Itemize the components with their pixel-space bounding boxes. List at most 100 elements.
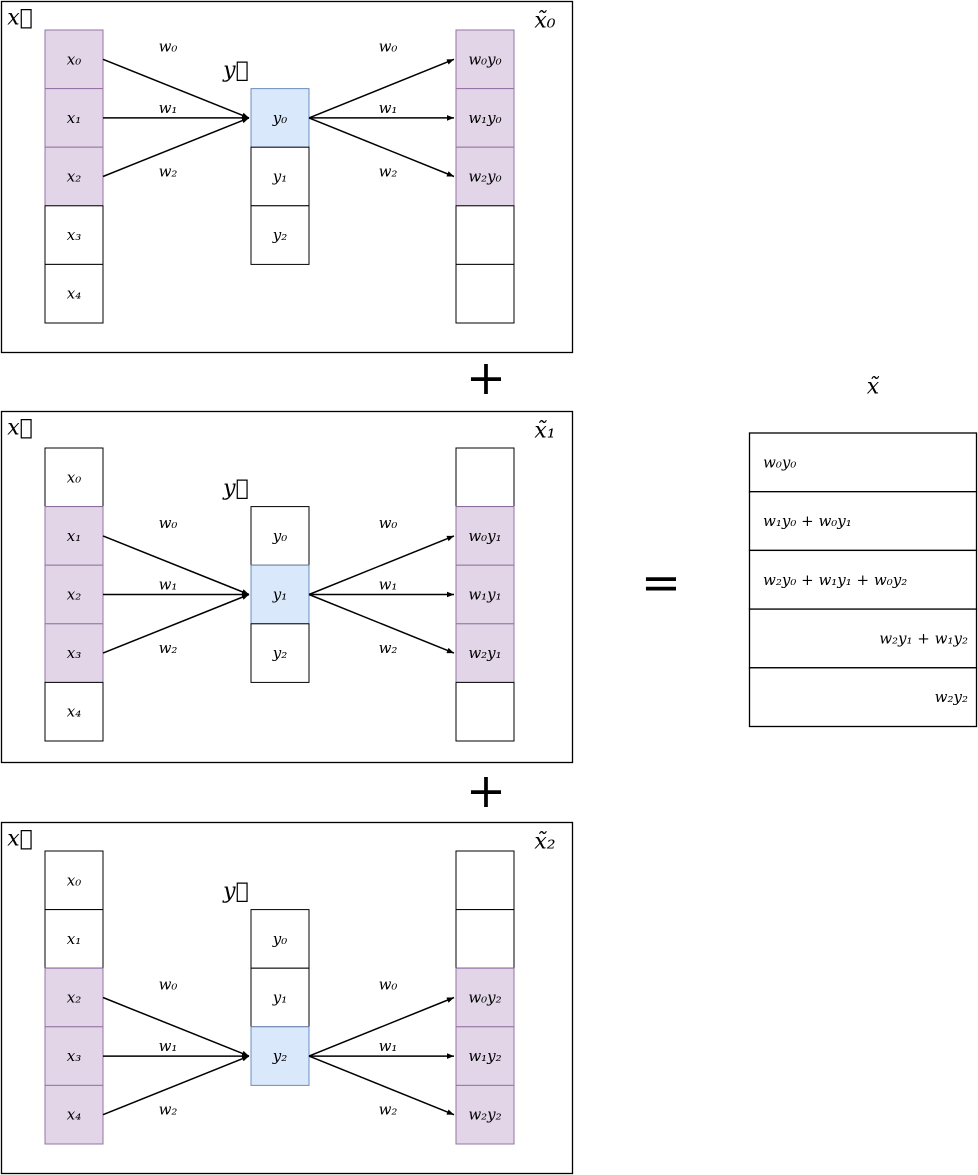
input-cell-label: x₁ <box>67 930 81 948</box>
output-cell <box>455 909 515 969</box>
input-cell-label: x₄ <box>67 1106 81 1124</box>
kernel-cell-label: y₁ <box>272 989 288 1007</box>
input-arrow <box>102 58 250 119</box>
weight-label: w₂ <box>159 163 178 181</box>
output-cell <box>455 850 515 911</box>
output-cell-label: w₁y₁ <box>468 586 501 604</box>
kernel-cell <box>250 88 310 148</box>
input-cell <box>44 447 104 508</box>
output-cell <box>455 263 515 324</box>
kernel-vector-label: y⃗ <box>222 58 249 83</box>
input-cell <box>44 623 104 683</box>
output-cell-label: w₀y₁ <box>468 527 501 545</box>
weight-label: w₁ <box>379 1037 398 1055</box>
input-arrow <box>102 996 250 1057</box>
kernel-cell-label: y₁ <box>272 586 288 604</box>
kernel-cell <box>250 967 310 1028</box>
result-cell-label: w₂y₂ <box>935 688 968 706</box>
output-cell-label: w₀y₀ <box>468 50 501 68</box>
output-cell <box>455 623 515 683</box>
input-cell-label: x₁ <box>67 109 81 127</box>
weight-label: w₁ <box>379 576 398 594</box>
kernel-vector-label: y⃗ <box>222 476 249 501</box>
kernel-cell-label: y₀ <box>272 527 288 545</box>
weight-label: w₂ <box>159 639 178 657</box>
weight-label: w₂ <box>159 1101 178 1119</box>
input-cell-label: x₁ <box>67 527 81 545</box>
kernel-cell-label: y₂ <box>272 644 288 662</box>
input-arrow <box>102 593 250 654</box>
output-cell <box>455 1026 515 1086</box>
output-cell-label: w₂y₂ <box>468 1106 501 1124</box>
input-cell-label: x₄ <box>67 285 81 303</box>
input-cell-label: x₀ <box>67 871 81 889</box>
kernel-cell <box>250 1026 310 1086</box>
weight-label: w₀ <box>159 514 178 532</box>
kernel-cell-label: y₁ <box>272 168 288 186</box>
output-arrow <box>308 593 455 654</box>
output-cell <box>455 29 515 90</box>
output-arrow <box>308 535 455 596</box>
input-cell-label: x₂ <box>67 989 81 1007</box>
kernel-cell-label: y₀ <box>272 109 288 127</box>
weight-label: w₁ <box>159 1037 178 1055</box>
result-cell-label: w₁y₀ + w₀y₁ <box>763 512 852 530</box>
output-cell <box>455 146 515 207</box>
kernel-cell-label: y₀ <box>272 930 288 948</box>
result-cell-label: w₂y₀ + w₁y₁ + w₀y₂ <box>763 571 907 589</box>
weight-label: w₂ <box>379 163 398 181</box>
panel-frame <box>0 410 574 764</box>
input-cell <box>44 1084 104 1145</box>
input-cell-label: x₃ <box>67 644 81 662</box>
weight-label: w₂ <box>379 1101 398 1119</box>
output-cell-label: w₁y₂ <box>468 1047 501 1065</box>
input-cell <box>44 205 104 265</box>
panel-frame <box>0 0 574 354</box>
kernel-cell <box>250 146 310 207</box>
input-cell-label: x₃ <box>67 226 81 244</box>
weight-label: w₀ <box>159 37 178 55</box>
output-cell <box>455 506 515 566</box>
output-arrow <box>308 1055 455 1116</box>
output-arrow <box>308 58 455 119</box>
weight-label: w₀ <box>379 37 398 55</box>
output-cell <box>455 967 515 1028</box>
kernel-cell <box>250 623 310 683</box>
kernel-cell <box>250 205 310 265</box>
kernel-cell <box>250 909 310 969</box>
plus-operator: + <box>466 350 506 406</box>
input-cell <box>44 681 104 742</box>
input-cell-label: x₀ <box>67 468 81 486</box>
output-arrow <box>308 996 455 1057</box>
kernel-cell <box>250 506 310 566</box>
input-arrow <box>102 117 250 178</box>
weight-label: w₀ <box>159 976 178 994</box>
input-vector-label: x⃗ <box>7 6 33 31</box>
result-cell <box>748 491 978 552</box>
kernel-vector-label: y⃗ <box>222 879 249 904</box>
kernel-cell-label: y₂ <box>272 226 288 244</box>
input-cell <box>44 564 104 625</box>
result-cell <box>748 667 978 728</box>
input-cell-label: x₂ <box>67 586 81 604</box>
weight-label: w₀ <box>379 514 398 532</box>
output-cell <box>455 1084 515 1145</box>
output-vector-label: x̃₀ <box>534 9 555 34</box>
equals-operator: = <box>641 555 681 611</box>
panel-frame <box>0 821 574 1175</box>
output-cell <box>455 88 515 148</box>
weight-label: w₂ <box>379 639 398 657</box>
output-cell <box>455 681 515 742</box>
input-cell-label: x₃ <box>67 1047 81 1065</box>
input-arrow <box>102 1055 250 1116</box>
result-cell-label: w₀y₀ <box>763 453 796 471</box>
weight-label: w₁ <box>159 99 178 117</box>
output-cell <box>455 205 515 265</box>
input-cell-label: x₄ <box>67 703 81 721</box>
output-vector-label: x̃₁ <box>534 419 555 444</box>
output-cell-label: w₁y₀ <box>468 109 501 127</box>
